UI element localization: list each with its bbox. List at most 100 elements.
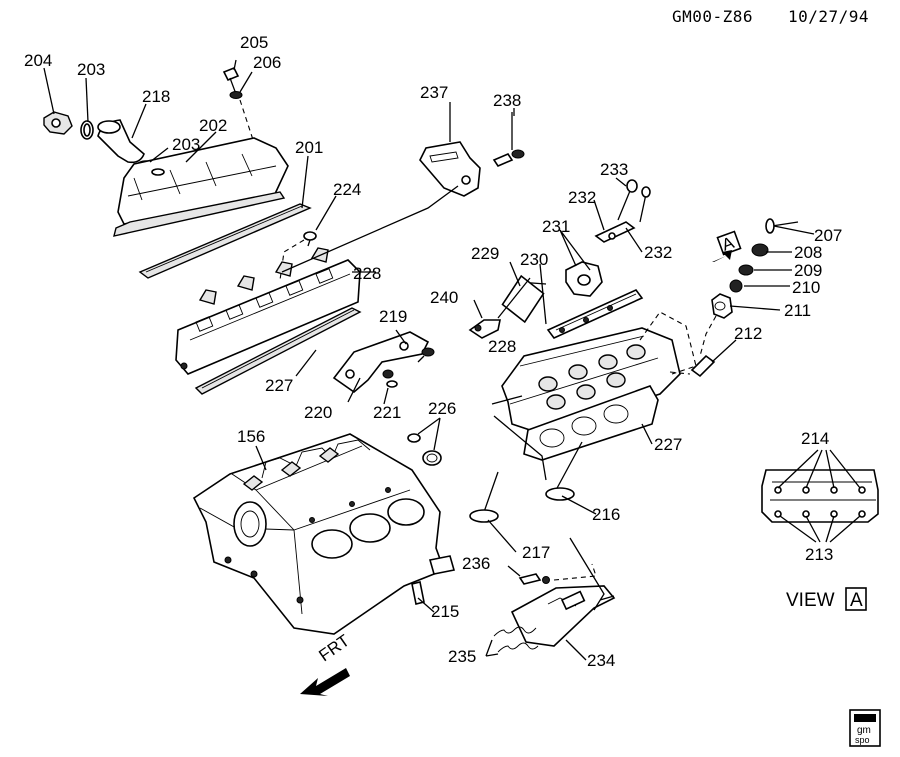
lifter-212 — [690, 354, 716, 378]
leader-234 — [569, 537, 615, 611]
callout-233: 233 — [600, 160, 628, 179]
head-leader-228 — [491, 395, 547, 481]
callout-231: 231 — [542, 217, 570, 236]
pushrod-shaft-229 — [497, 277, 531, 319]
callout-218: 218 — [142, 87, 170, 106]
view-letter: A — [850, 590, 863, 611]
dash-236 — [553, 563, 597, 581]
front-arrow: FRT — [300, 631, 353, 696]
callout-228-head: 228 — [488, 337, 516, 356]
callout-238: 238 — [493, 91, 521, 110]
bolt-219 — [417, 347, 435, 363]
exhaust-valve-216 — [545, 441, 583, 501]
callout-203-ring: 203 — [77, 60, 105, 79]
callout-216: 216 — [592, 505, 620, 524]
view-label-text: VIEW — [786, 590, 835, 611]
intake-gasket-227 — [194, 307, 362, 395]
callout-221: 221 — [373, 403, 401, 422]
callout-202: 202 — [199, 116, 227, 135]
pushrod-guide-237 — [419, 141, 481, 197]
logo-spo: spo — [855, 735, 870, 745]
callout-210: 210 — [792, 278, 820, 297]
seal-209 — [738, 264, 754, 276]
callout-205: 205 — [240, 33, 268, 52]
callout-219: 219 — [379, 307, 407, 326]
bolt-205 — [222, 66, 243, 99]
front-arrow-label: FRT — [315, 631, 353, 665]
callout-215: 215 — [431, 602, 459, 621]
spring-210 — [729, 279, 743, 293]
sensor-204 — [43, 111, 73, 135]
stud-236 — [518, 573, 550, 585]
rocker-rail-230 — [546, 289, 644, 339]
gm-spo-logo: gm spo — [849, 709, 881, 747]
leader-213 — [779, 515, 861, 543]
cylinder-head-228 — [501, 327, 681, 433]
leader-214 — [777, 449, 861, 489]
callout-229: 229 — [471, 244, 499, 263]
diagram-code: GM00-Z86 — [672, 7, 753, 26]
view-a-label: VIEW A — [786, 587, 867, 611]
valve-207 — [765, 218, 799, 234]
callout-201: 201 — [295, 138, 323, 157]
stud-238 — [492, 112, 525, 167]
springs-235 — [493, 626, 539, 653]
retainer-208 — [751, 243, 769, 257]
bracket-220 — [332, 331, 430, 394]
oil-fill-tube-218 — [97, 119, 145, 164]
marker-arrow-icon — [712, 250, 732, 262]
callout-224: 224 — [333, 180, 361, 199]
valve-cover-gasket-201 — [138, 203, 312, 279]
leader-237 — [281, 185, 459, 273]
callout-211: 211 — [784, 301, 811, 320]
dash-212 — [699, 315, 717, 357]
callout-227-gasket: 227 — [265, 376, 293, 395]
bracket-234 — [510, 585, 616, 647]
dash-head — [639, 311, 697, 375]
callout-236: 236 — [462, 554, 490, 573]
callout-227-head: 227 — [654, 435, 682, 454]
callout-212: 212 — [734, 324, 762, 343]
callout-232-upper: 232 — [568, 188, 596, 207]
callout-206: 206 — [253, 53, 281, 72]
diagram-date: 10/27/94 — [788, 7, 869, 26]
callout-232-lower: 232 — [644, 243, 672, 262]
view-letter-box — [845, 587, 867, 611]
pushrod-229 — [501, 274, 547, 324]
bolt-233 — [617, 179, 651, 223]
engine-block-156 — [192, 433, 456, 635]
head-gasket-227 — [523, 385, 659, 461]
rocker-arm-231 — [565, 261, 603, 297]
o-ring-203 — [80, 120, 94, 140]
logo-gm: gm — [857, 725, 871, 736]
callout-226: 226 — [428, 399, 456, 418]
callout-237: 237 — [420, 83, 448, 102]
bolt-224 — [303, 231, 317, 247]
callout-214: 214 — [801, 429, 829, 448]
stud-240 — [468, 319, 501, 339]
view-a-detail — [761, 469, 879, 523]
callout-204: 204 — [24, 51, 52, 70]
callout-240: 240 — [430, 288, 458, 307]
damper-211 — [711, 293, 733, 319]
callout-209: 209 — [794, 261, 822, 280]
callout-220: 220 — [304, 403, 332, 422]
callout-235: 235 — [448, 647, 476, 666]
valve-cover-202 — [113, 137, 289, 237]
plug-226 — [407, 433, 442, 466]
dash-head-2 — [669, 371, 691, 375]
front-arrow-icon — [300, 668, 350, 696]
callout-203-grommet: 203 — [172, 135, 200, 154]
callout-228-manifold: 228 — [353, 264, 381, 283]
leader-lines — [43, 59, 815, 661]
callout-207: 207 — [814, 226, 842, 245]
intake-valve-217 — [469, 471, 499, 523]
callout-208: 208 — [794, 243, 822, 262]
dowel-pin-215 — [411, 581, 425, 605]
callout-230: 230 — [520, 250, 548, 269]
callout-213: 213 — [805, 545, 833, 564]
callout-156: 156 — [237, 427, 265, 446]
stud-221 — [382, 369, 398, 388]
callout-234: 234 — [587, 651, 615, 670]
